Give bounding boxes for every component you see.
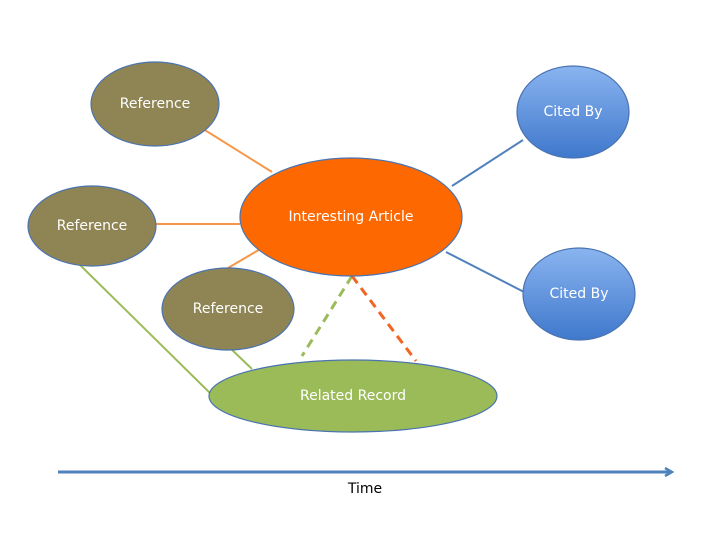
node-cited-by-2[interactable]: Cited By [522, 247, 636, 341]
node-reference-2[interactable]: Reference [27, 185, 157, 267]
node-reference-1[interactable]: Reference [90, 61, 220, 147]
node-reference-1-label: Reference [120, 96, 191, 112]
node-cited-by-1-label: Cited By [544, 104, 603, 120]
edge-reference2-related [76, 261, 213, 396]
node-reference-3-label: Reference [193, 301, 264, 317]
node-interesting-article[interactable]: Interesting Article [239, 157, 463, 277]
node-cited-by-1[interactable]: Cited By [516, 65, 630, 159]
edge-reference1-center [199, 126, 273, 173]
node-reference-3[interactable]: Reference [161, 267, 295, 351]
time-axis-label: Time [347, 481, 382, 497]
node-cited-by-2-label: Cited By [550, 286, 609, 302]
edge-center-related-dashed-orange [350, 275, 418, 362]
edge-center-citedby1 [451, 139, 524, 187]
edge-center-citedby2 [445, 251, 525, 293]
node-related-record[interactable]: Related Record [208, 359, 498, 433]
edge-center-related-dashed-green [300, 275, 354, 357]
node-related-record-label: Related Record [300, 388, 406, 404]
node-reference-2-label: Reference [57, 218, 128, 234]
node-interesting-article-label: Interesting Article [289, 209, 414, 225]
edge-reference3-related [228, 346, 253, 370]
edge-reference3-center [227, 247, 263, 269]
